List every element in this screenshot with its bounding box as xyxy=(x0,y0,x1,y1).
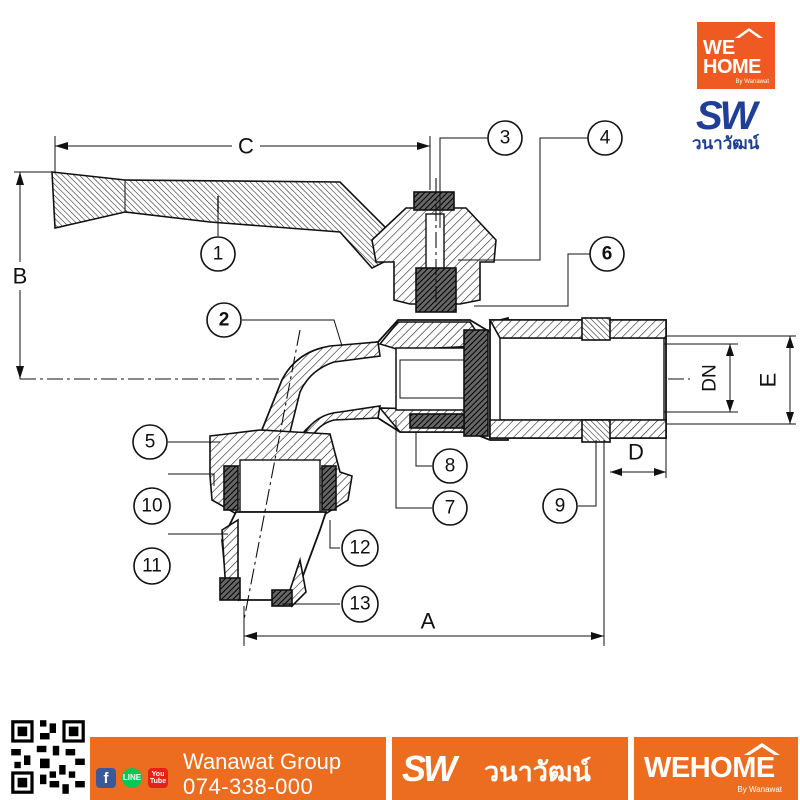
svg-text:12: 12 xyxy=(349,538,370,559)
callout-7: 7 xyxy=(432,490,468,526)
dimension-b: B xyxy=(8,171,52,379)
leader-lines xyxy=(168,137,597,605)
dimension-dn: DN xyxy=(664,343,738,413)
dimension-e: E xyxy=(666,335,796,425)
callout-11: 11 xyxy=(133,547,171,585)
dimension-dn-label: DN xyxy=(700,364,721,391)
qr-code-icon[interactable] xyxy=(8,717,88,797)
wehome-logo-by: By Wanawat xyxy=(735,79,769,85)
wehome-logo-we: WE xyxy=(703,37,736,59)
callout-6: 6 xyxy=(589,236,625,272)
svg-text:7: 7 xyxy=(445,498,456,519)
dimension-d-label: D xyxy=(628,440,644,465)
dimension-c: C xyxy=(54,132,431,190)
sw-wanawat-logo: SW วนาวัฒน์ xyxy=(690,96,782,156)
svg-text:3: 3 xyxy=(500,128,511,149)
phone-number[interactable]: 074-338-000 xyxy=(183,774,314,799)
facebook-icon[interactable]: f xyxy=(96,768,116,788)
social-links: f LINE You Tube xyxy=(96,768,168,788)
dimension-b-label: B xyxy=(13,264,28,289)
footer-sw-logo: SW วนาวัฒน์ xyxy=(392,737,628,800)
footer-wehome-logo: WEHOME By Wanawat xyxy=(634,737,798,800)
callout-10: 10 xyxy=(133,487,171,525)
callout-9: 9 xyxy=(542,488,578,524)
svg-text:10: 10 xyxy=(141,496,162,517)
svg-text:9: 9 xyxy=(555,496,566,517)
sw-logo-thai-name: วนาวัฒน์ xyxy=(692,134,760,153)
youtube-icon-bottom: Tube xyxy=(149,778,167,785)
svg-text:6: 6 xyxy=(602,244,613,265)
valve-technical-drawing: C B xyxy=(8,120,796,646)
dimension-a: A xyxy=(243,440,605,646)
callout-13: 13 xyxy=(341,585,379,623)
youtube-icon[interactable]: You Tube xyxy=(148,768,168,788)
footer-wehome-word: WEHOME xyxy=(644,752,775,784)
svg-text:4: 4 xyxy=(600,128,611,149)
youtube-icon-top: You xyxy=(151,771,165,778)
lever-handle xyxy=(51,171,387,269)
dimension-a-label: A xyxy=(421,609,436,634)
svg-text:5: 5 xyxy=(145,432,156,453)
callout-3: 3 xyxy=(487,120,523,156)
sw-logo-mark: SW xyxy=(696,94,757,138)
contact-panel xyxy=(90,737,386,800)
svg-text:13: 13 xyxy=(349,594,370,615)
line-icon[interactable]: LINE xyxy=(122,768,142,788)
callout-5: 5 xyxy=(132,424,168,460)
callout-8: 8 xyxy=(432,448,468,484)
svg-text:1: 1 xyxy=(213,244,224,265)
house-roof-icon xyxy=(735,28,763,39)
dimension-c-label: C xyxy=(238,134,254,159)
dimension-d: D xyxy=(610,438,667,478)
company-name: Wanawat Group xyxy=(183,749,342,774)
callout-12: 12 xyxy=(341,529,379,567)
svg-text:8: 8 xyxy=(445,456,456,477)
callout-4: 4 xyxy=(587,120,623,156)
footer-sw-mark: SW xyxy=(402,748,457,789)
svg-text:2: 2 xyxy=(219,310,230,331)
house-roof-icon xyxy=(744,743,780,756)
footer-wehome-by: By Wanawat xyxy=(737,785,782,794)
footer-sw-thai: วนาวัฒน์ xyxy=(484,757,591,787)
wehome-logo: WE HOME By Wanawat xyxy=(697,22,775,89)
callout-1: 1 xyxy=(200,236,236,272)
svg-text:11: 11 xyxy=(142,556,162,577)
wehome-logo-home: HOME xyxy=(703,56,762,78)
callout-2: 2 xyxy=(206,302,242,338)
dimension-e-label: E xyxy=(756,373,781,388)
